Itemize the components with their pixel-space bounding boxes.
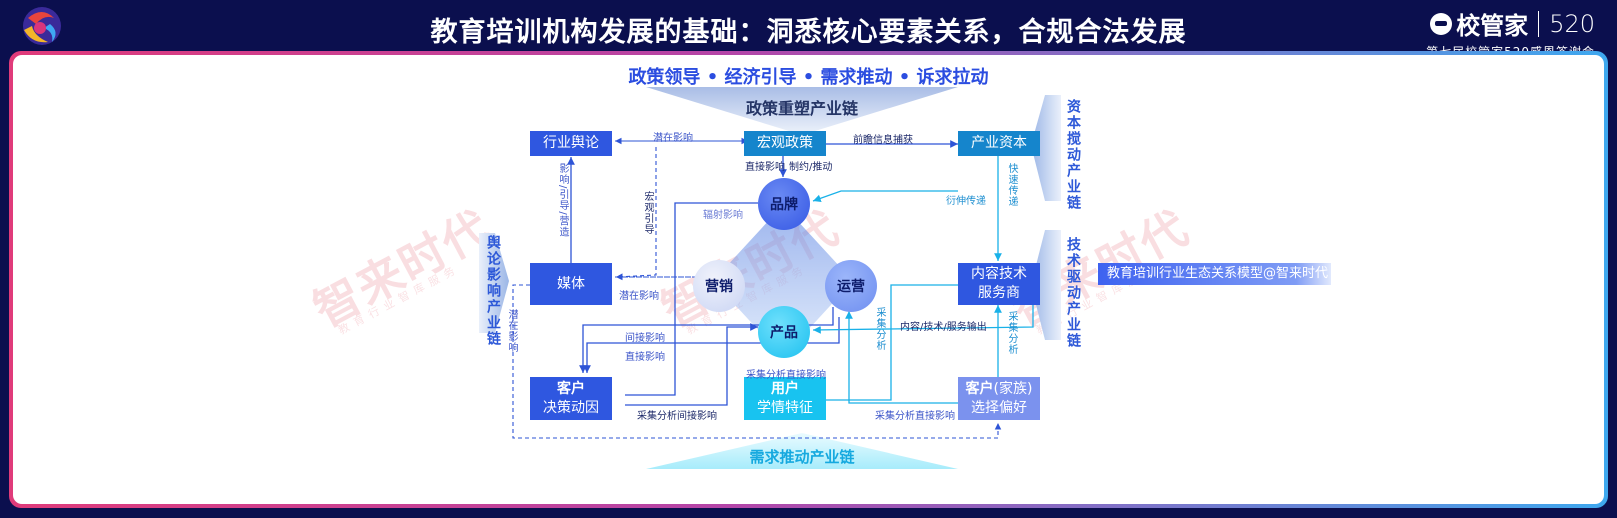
edge-label-collect-right: 采集分析 (1006, 311, 1017, 355)
diagram-connectors (479, 95, 1061, 439)
edge-label-derived: 衍伸传递 (946, 196, 986, 207)
bottom-chain-label: 需求推动产业链 (749, 448, 855, 466)
node-user: 用户 学情特征 (744, 377, 826, 420)
edge-label-direct-mid: 直接影响 (625, 352, 665, 363)
top-chain-label: 政策重塑产业链 (745, 99, 858, 118)
diagram-panel: 智来时代 教育行业智库服务 智来时代 教育行业智库服务 智来时代 教育行业智库服… (13, 55, 1604, 504)
left-chain-label: 舆论影响产业链 (485, 235, 501, 347)
circle-operation: 运营 (825, 260, 877, 312)
node-user-sub: 学情特征 (757, 399, 813, 416)
model-caption: 教育培训行业生态关系模型@智来时代 (1098, 263, 1331, 285)
edge-label-indirect-cust: 间接影响 (677, 411, 717, 422)
page-title: 教育培训机构发展的基础：洞悉核心要素关系，合规合法发展 (430, 17, 1187, 48)
edge-label-latent-media: 潜在影响 (619, 291, 659, 302)
brand-mark-icon (1430, 12, 1453, 35)
tagline: 政策领导 • 经济引导 • 需求推动 • 诉求拉动 (628, 67, 989, 88)
node-family-paren: (家族) (993, 380, 1033, 397)
edge-label-direct-influence: 直接影响 (745, 162, 785, 173)
edge-label-latent-left: 潜在影响 (506, 309, 517, 353)
right-bottom-chain-chevron (1031, 230, 1061, 340)
edge-label-direct-fam: 直接影响 (915, 411, 955, 422)
brand-divider (1538, 10, 1540, 37)
event-logo-icon (14, 4, 70, 48)
node-user-title: 用户 (771, 380, 799, 397)
center-diamond (713, 205, 853, 357)
node-family-title: 客户 (965, 380, 994, 397)
edge-label-indirect-mid: 间接影响 (625, 333, 665, 344)
edge-label-collect-ops: 采集分析 (874, 307, 885, 351)
edge-label-latent-top: 潜在影响 (653, 133, 693, 144)
edge-label-radiation: 辐射影响 (703, 210, 743, 221)
circle-marketing: 营销 (693, 260, 745, 312)
node-family-sub: 选择偏好 (971, 399, 1027, 416)
edge-label-foresight: 前瞻信息捕获 (853, 135, 913, 146)
node-family-customer: 客户(家族) 选择偏好 (958, 377, 1040, 420)
node-customer-sub: 决策动因 (543, 399, 599, 416)
node-industry-opinion: 行业舆论 (530, 131, 612, 156)
edge-label-direct-user: 直接影响 (786, 370, 826, 381)
right-top-chain-label: 资本搅动产业链 (1065, 99, 1081, 211)
node-content-tech-line2: 服务商 (978, 285, 1020, 301)
node-macro-policy: 宏观政策 (744, 131, 826, 156)
edge-label-collect-cust: 采集分析 (637, 411, 677, 422)
node-industry-capital: 产业资本 (958, 131, 1040, 156)
node-customer: 客户 决策动因 (530, 377, 612, 420)
edge-label-constraint: 制约/推动 (789, 162, 833, 173)
circle-brand: 品牌 (758, 178, 810, 230)
node-content-tech: 内容技术 服务商 (958, 263, 1040, 305)
node-customer-title: 客户 (557, 380, 585, 397)
edge-label-content-output: 内容/技术/服务输出 (900, 322, 987, 333)
edge-label-collect-analysis-user: 采集分析 (746, 370, 786, 381)
right-bottom-chain-label: 技术驱动产业链 (1065, 237, 1081, 349)
edge-label-fast-transfer: 快速传递 (1006, 163, 1017, 207)
left-chain-chevron (479, 233, 509, 333)
brand-number: 520 (1549, 9, 1595, 38)
brand-name: 校管家 (1456, 12, 1529, 40)
node-content-tech-line1: 内容技术 (971, 266, 1027, 282)
edge-label-influence-guide: 影响/引导/营造 (557, 163, 568, 238)
edge-label-macro-guide: 宏观引导 (642, 191, 653, 235)
edge-label-collect-fam: 采集分析 (875, 411, 915, 422)
right-top-chain-chevron (1031, 95, 1061, 201)
node-media: 媒体 (530, 263, 612, 305)
circle-product: 产品 (758, 306, 810, 358)
